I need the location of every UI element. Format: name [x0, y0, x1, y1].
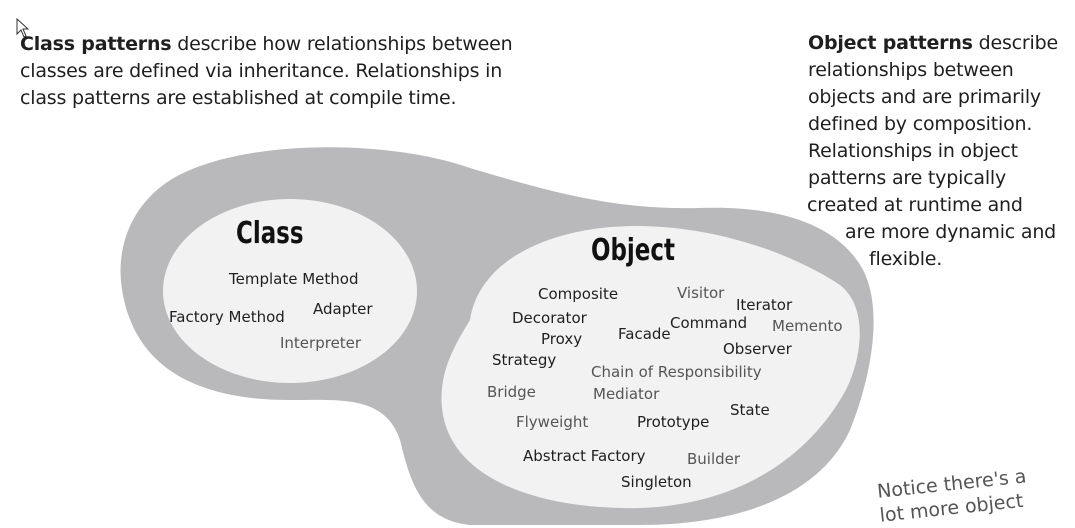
pattern-adapter: Adapter	[313, 300, 373, 318]
class-desc-line-3: class patterns are established at compil…	[20, 87, 457, 109]
pattern-factory-method: Factory Method	[169, 308, 285, 326]
class-patterns-description: Class patterns describe how relationship…	[20, 31, 540, 112]
object-desc-line-7: created at runtime and	[807, 194, 1023, 216]
object-desc-line-2: relationships between	[808, 59, 1014, 81]
pattern-command: Command	[670, 314, 748, 332]
class-group-title: Class	[236, 216, 304, 251]
pattern-singleton: Singleton	[621, 473, 692, 491]
object-desc-line-8: are more dynamic and	[845, 221, 1057, 243]
pattern-strategy: Strategy	[492, 351, 557, 369]
pattern-prototype: Prototype	[637, 413, 710, 431]
pattern-abstract-factory: Abstract Factory	[523, 447, 646, 465]
pattern-bridge: Bridge	[487, 383, 536, 401]
mouse-cursor-icon	[16, 18, 30, 38]
pattern-observer: Observer	[723, 340, 792, 358]
pattern-builder: Builder	[687, 450, 741, 468]
class-desc-line-2: classes are defined via inheritance. Rel…	[20, 60, 503, 82]
pattern-proxy: Proxy	[541, 330, 583, 348]
pattern-state: State	[730, 401, 770, 419]
pattern-decorator: Decorator	[512, 309, 587, 327]
pattern-mediator: Mediator	[593, 385, 660, 403]
pattern-flyweight: Flyweight	[516, 413, 589, 431]
class-patterns-term: Class patterns	[20, 33, 172, 55]
pattern-visitor: Visitor	[677, 284, 725, 302]
object-desc-line-1: describe	[972, 32, 1059, 54]
pattern-composite: Composite	[538, 285, 619, 303]
pattern-chain-of-responsibility: Chain of Responsibility	[591, 363, 762, 381]
object-desc-line-9: flexible.	[869, 248, 943, 270]
object-desc-line-3: objects and are primarily	[808, 86, 1041, 108]
object-patterns-term: Object patterns	[808, 32, 973, 54]
class-region	[163, 199, 417, 383]
object-patterns-description: Object patterns describe relationships b…	[807, 30, 1070, 273]
pattern-memento: Memento	[772, 317, 843, 335]
object-desc-line-6: patterns are typically	[808, 167, 1007, 189]
object-region	[441, 225, 860, 509]
pattern-iterator: Iterator	[736, 296, 793, 314]
pattern-facade: Facade	[618, 325, 671, 343]
object-group-title: Object	[591, 233, 675, 268]
pattern-interpreter: Interpreter	[280, 334, 362, 352]
object-desc-line-5: Relationships in object	[808, 140, 1018, 162]
class-desc-line-1: describe how relationships between	[171, 33, 513, 55]
object-desc-line-4: defined by composition.	[808, 113, 1033, 135]
pattern-template-method: Template Method	[229, 270, 359, 288]
